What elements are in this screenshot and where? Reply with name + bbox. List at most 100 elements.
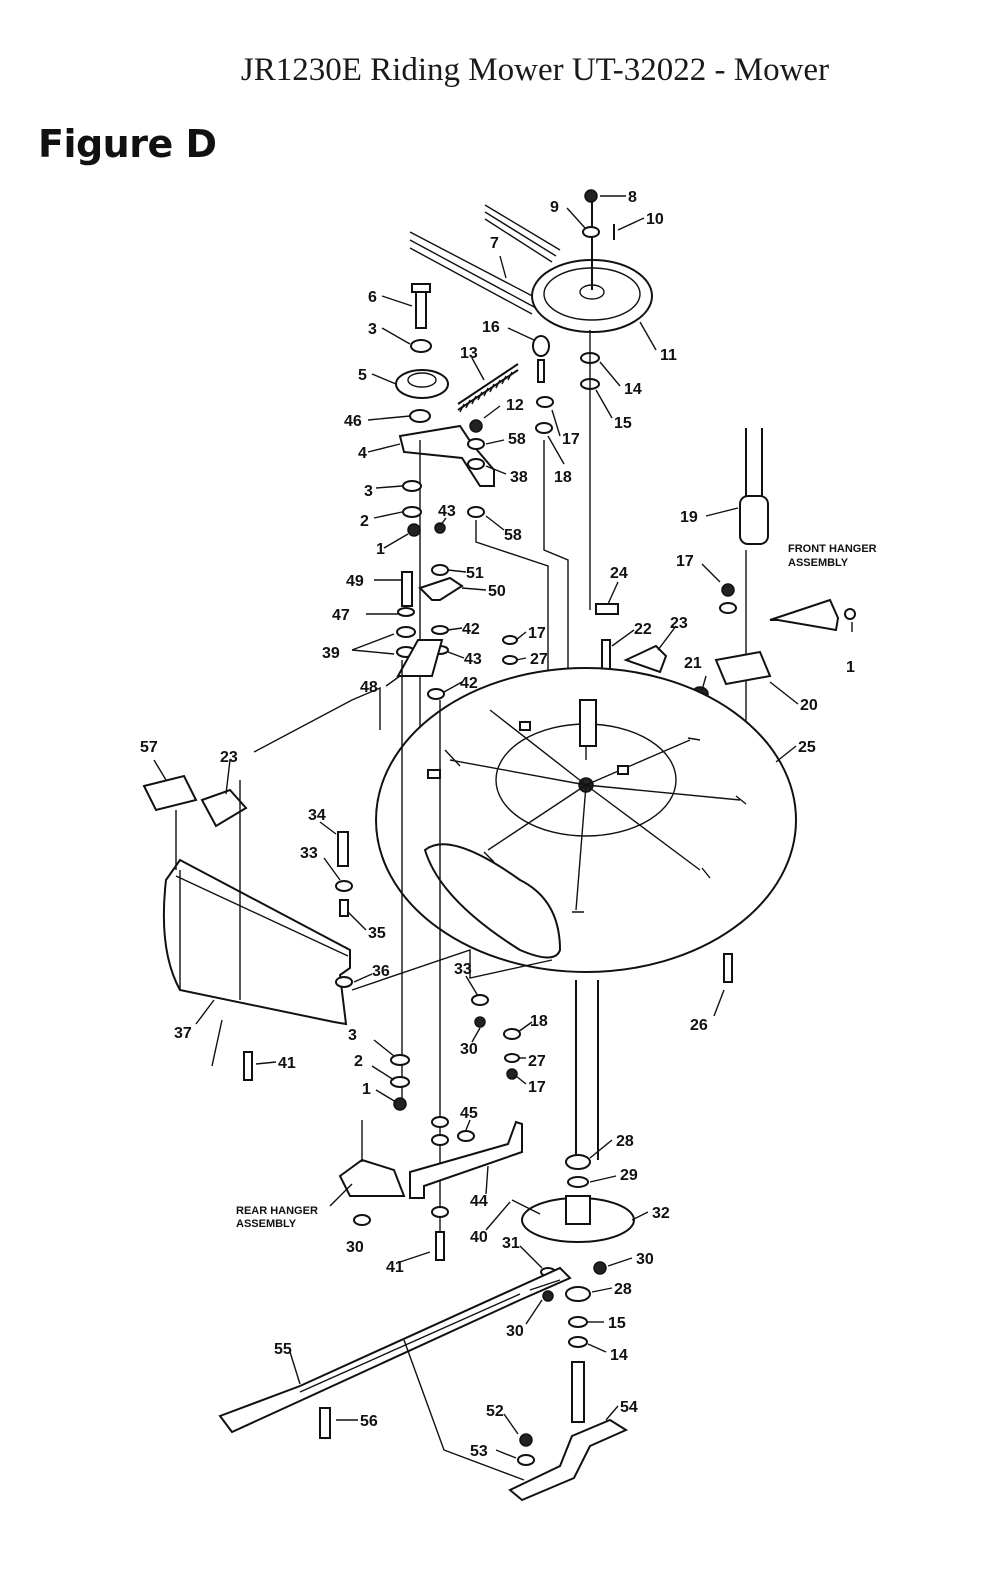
callout-50: 50 <box>488 583 506 600</box>
callout-55: 55 <box>274 1341 292 1358</box>
washer-2 <box>402 506 422 518</box>
mower-deck <box>375 667 797 973</box>
drive-belt <box>409 204 561 315</box>
nut-52 <box>519 1433 533 1447</box>
callout-34: 34 <box>308 807 326 824</box>
bushing-38 <box>467 458 485 470</box>
callout-3c: 3 <box>348 1027 357 1044</box>
washer-41 <box>431 1206 449 1218</box>
callout-18b: 18 <box>530 1013 548 1030</box>
callout-32: 32 <box>652 1205 670 1222</box>
callout-28: 28 <box>616 1133 634 1150</box>
callout-12: 12 <box>506 397 524 414</box>
nut-30a <box>474 1016 486 1028</box>
callout-57: 57 <box>140 739 158 756</box>
rear-hanger-54 <box>508 1418 629 1502</box>
callout-30: 30 <box>460 1041 478 1058</box>
front-hanger-label-1: FRONT HANGER <box>788 543 877 555</box>
bolt-1b <box>844 608 856 620</box>
callout-53: 53 <box>470 1443 488 1460</box>
washer-45b <box>431 1134 449 1146</box>
washer-42 <box>431 625 449 635</box>
callout-47: 47 <box>332 607 350 624</box>
nut-17d <box>506 1068 518 1080</box>
washer-45c <box>457 1130 475 1142</box>
callout-36: 36 <box>372 963 390 980</box>
callout-17b: 17 <box>676 553 694 570</box>
callout-40: 40 <box>470 1229 488 1246</box>
callout-39: 39 <box>322 645 340 662</box>
washer-45a <box>431 1116 449 1128</box>
callout-9: 9 <box>550 199 559 216</box>
callout-58: 58 <box>508 431 526 448</box>
callout-11: 11 <box>660 347 677 364</box>
callout-27b: 27 <box>528 1053 546 1070</box>
callout-44: 44 <box>470 1193 488 1210</box>
washer-42b <box>427 688 445 700</box>
nut-30c <box>542 1290 554 1302</box>
leader-lines <box>153 195 853 1459</box>
callout-8: 8 <box>628 189 637 206</box>
callout-3: 3 <box>368 321 377 338</box>
callout-24: 24 <box>610 565 628 582</box>
nut-30b <box>353 1214 371 1226</box>
nut-1c <box>393 1097 407 1111</box>
callout-1b: 1 <box>846 659 855 676</box>
callout-42: 42 <box>462 621 480 638</box>
callout-54: 54 <box>620 1399 638 1416</box>
rear-hanger-bracket <box>409 1120 523 1199</box>
callout-2b: 2 <box>354 1053 363 1070</box>
washer-18b <box>503 1028 521 1040</box>
nut-12 <box>469 419 483 433</box>
key-24 <box>595 603 619 615</box>
washer-53 <box>517 1454 535 1466</box>
callouts: 8 9 10 7 6 3 16 11 13 5 14 15 12 46 17 5… <box>140 189 855 1460</box>
spacer-35 <box>339 899 349 917</box>
belt-guide <box>418 576 464 601</box>
callout-23b: 23 <box>220 749 238 766</box>
washer-36 <box>335 976 353 988</box>
callout-14: 14 <box>624 381 642 398</box>
callout-43: 43 <box>438 503 456 520</box>
callout-4: 4 <box>358 445 367 462</box>
callout-17d: 17 <box>528 1079 546 1096</box>
callout-5: 5 <box>358 367 367 384</box>
plate-23 <box>623 644 668 674</box>
callout-10: 10 <box>646 211 664 228</box>
washer-39a <box>396 626 416 638</box>
callout-26: 26 <box>690 1017 708 1034</box>
callout-7: 7 <box>490 235 499 252</box>
callout-30c: 30 <box>346 1239 364 1256</box>
rear-hanger-label-2: ASSEMBLY <box>236 1218 297 1230</box>
washer-33b <box>471 994 489 1006</box>
washer-33 <box>335 880 353 892</box>
washer-3c <box>390 1054 410 1066</box>
callout-45: 45 <box>460 1105 478 1122</box>
washer-3 <box>402 480 422 492</box>
washer-14b <box>568 1336 588 1348</box>
spindle-hub <box>565 1195 591 1225</box>
callout-33: 33 <box>300 845 318 862</box>
callout-6: 6 <box>368 289 377 306</box>
bracket-20 <box>714 650 772 686</box>
eyebolt <box>532 335 550 357</box>
washer-29 <box>567 1176 589 1188</box>
blade-tip <box>529 1279 561 1291</box>
callout-56: 56 <box>360 1413 378 1430</box>
callout-15: 15 <box>614 415 632 432</box>
callout-15b: 15 <box>608 1315 626 1332</box>
nut-17 <box>536 396 554 408</box>
callout-48: 48 <box>360 679 378 696</box>
nut-30d <box>593 1261 607 1275</box>
chute-stop-line <box>211 1019 223 1067</box>
callout-43b: 43 <box>464 651 482 668</box>
plate-23b <box>200 788 248 828</box>
callout-52: 52 <box>486 1403 504 1420</box>
callout-58b: 58 <box>504 527 522 544</box>
rear-hanger-arm <box>338 1158 406 1197</box>
eyebolt-shank <box>537 359 545 383</box>
callout-21: 21 <box>684 655 702 672</box>
callout-13: 13 <box>460 345 478 362</box>
